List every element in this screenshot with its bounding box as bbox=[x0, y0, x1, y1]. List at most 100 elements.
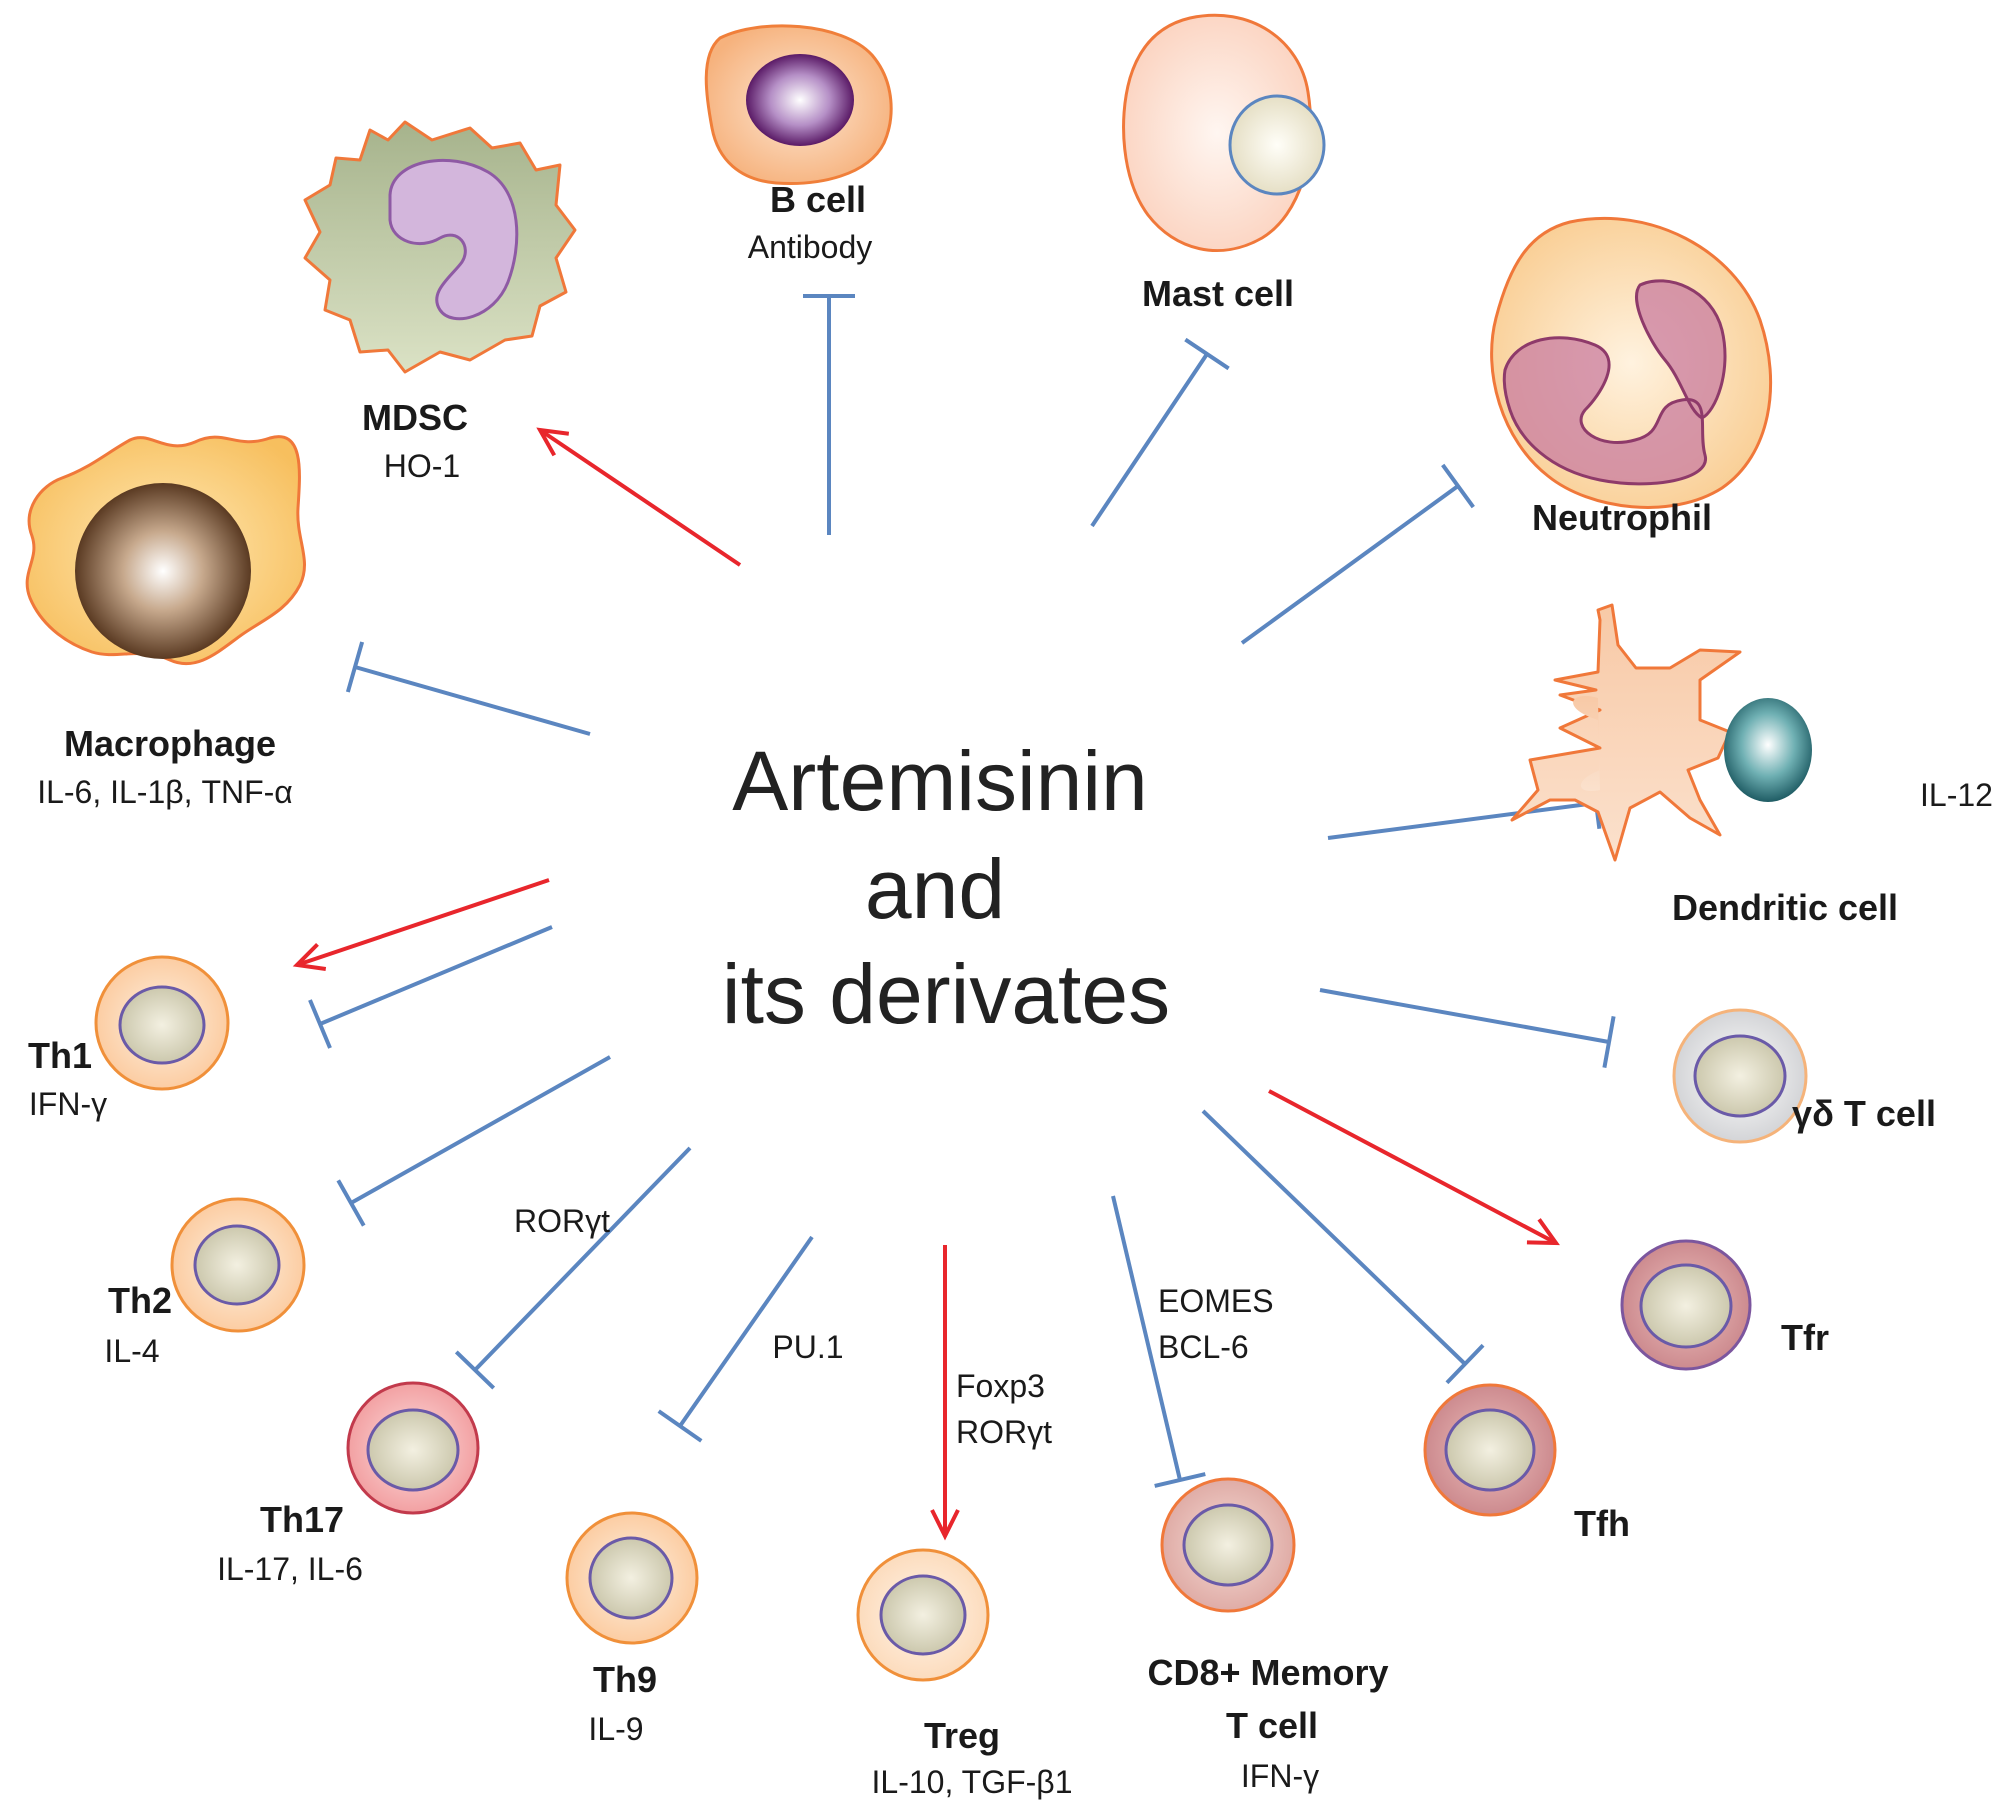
arrow-head bbox=[292, 942, 327, 971]
dendritic-cell-sub: IL-12 bbox=[1920, 777, 1993, 813]
tfh-cell: Tfh bbox=[1423, 1383, 1630, 1544]
edge-tfr-promote bbox=[1268, 1089, 1560, 1246]
treg-sub: IL-10, TGF-β1 bbox=[872, 1764, 1073, 1800]
inhibit-bar bbox=[345, 641, 365, 693]
edge-b_cell-inhibit bbox=[803, 294, 855, 535]
edge-label-cd8-2: BCL-6 bbox=[1158, 1329, 1249, 1365]
cd8-memory-sub: IFN-γ bbox=[1241, 1758, 1319, 1794]
dendritic-cell-name: Dendritic cell bbox=[1672, 887, 1898, 928]
tfh-name: Tfh bbox=[1574, 1503, 1630, 1544]
edge-label-th9: PU.1 bbox=[772, 1329, 843, 1365]
edge-line bbox=[1240, 484, 1460, 645]
inhibit-bar bbox=[1602, 1016, 1616, 1068]
macrophage-nucleus bbox=[75, 483, 251, 659]
cd8-memory-name-line1: CD8+ Memory bbox=[1147, 1652, 1388, 1693]
th2-sub: IL-4 bbox=[104, 1333, 159, 1369]
tfr-nucleus bbox=[1639, 1263, 1733, 1349]
b-cell-nucleus bbox=[746, 54, 854, 146]
edge-line bbox=[1111, 1195, 1182, 1481]
edge-line bbox=[354, 665, 591, 736]
inhibit-bar bbox=[1441, 463, 1475, 509]
edge-line bbox=[1268, 1089, 1557, 1245]
center-line-2: and bbox=[865, 842, 1005, 936]
mdsc-sub: HO-1 bbox=[384, 448, 460, 484]
edge-line bbox=[1319, 988, 1610, 1044]
neutrophil-nucleus bbox=[1502, 279, 1727, 486]
th2-nucleus bbox=[193, 1224, 281, 1306]
dendritic-cell-body bbox=[1510, 603, 1742, 862]
edge-gd_t-inhibit bbox=[1319, 988, 1616, 1068]
neutrophil-name: Neutrophil bbox=[1532, 497, 1712, 538]
th1-nucleus bbox=[118, 985, 206, 1065]
edges bbox=[292, 294, 1616, 1541]
cd8-memory-t-cell: CD8+ Memory T cell IFN-γ bbox=[1147, 1477, 1389, 1794]
gd-t-nucleus bbox=[1693, 1034, 1787, 1118]
inhibit-bar bbox=[454, 1350, 496, 1390]
dendritic-cell-nucleus-core bbox=[1724, 698, 1812, 802]
inhibit-bar bbox=[657, 1409, 703, 1443]
edge-mdsc-promote bbox=[536, 427, 742, 567]
edge-line bbox=[296, 878, 550, 967]
edge-line bbox=[473, 1146, 692, 1372]
th9-sub: IL-9 bbox=[588, 1711, 643, 1747]
edge-label-treg-1: Foxp3 bbox=[956, 1368, 1045, 1404]
inhibit-bar bbox=[1445, 1343, 1485, 1385]
arrow-head bbox=[930, 1509, 960, 1541]
b-cell-sub: Antibody bbox=[748, 229, 873, 265]
th1-cell: Th1 IFN-γ bbox=[28, 955, 230, 1122]
edge-line bbox=[1090, 352, 1209, 528]
cd8-memory-name-line2: T cell bbox=[1226, 1705, 1318, 1746]
edge-line bbox=[1201, 1109, 1467, 1366]
tfh-nucleus bbox=[1444, 1408, 1536, 1492]
macrophage-name: Macrophage bbox=[64, 723, 276, 764]
th2-name: Th2 bbox=[108, 1280, 172, 1321]
edge-tfh-inhibit bbox=[1201, 1109, 1485, 1385]
edge-line bbox=[1327, 801, 1597, 840]
inhibit-bar bbox=[336, 1179, 366, 1227]
dendritic-cell-extension bbox=[1573, 696, 1600, 791]
b-cell: B cell Antibody bbox=[704, 24, 893, 265]
dendritic-cell: Dendritic cell IL-12 bbox=[1510, 603, 1993, 928]
inhibit-bar bbox=[1184, 337, 1230, 371]
mast-cell-nucleus bbox=[1228, 94, 1326, 196]
edge-label-treg-2: RORγt bbox=[956, 1414, 1052, 1450]
arrow-head bbox=[1526, 1218, 1560, 1246]
treg-name: Treg bbox=[924, 1715, 1000, 1756]
neutrophil: Neutrophil bbox=[1490, 216, 1773, 538]
mdsc: MDSC HO-1 bbox=[303, 120, 577, 484]
macrophage: Macrophage IL-6, IL-1β, TNF-α bbox=[25, 435, 306, 810]
gd-t-cell: γδ T cell bbox=[1672, 1008, 1936, 1144]
edge-neutrophil-inhibit bbox=[1240, 463, 1475, 645]
th9-name: Th9 bbox=[593, 1659, 657, 1700]
mdsc-nucleus bbox=[388, 158, 519, 321]
edge-line bbox=[678, 1235, 814, 1428]
edge-treg-promote bbox=[930, 1245, 960, 1541]
th1-sub: IFN-γ bbox=[29, 1086, 107, 1122]
edge-label-cd8-1: EOMES bbox=[1158, 1283, 1274, 1319]
inhibit-bar bbox=[308, 999, 332, 1049]
edge-th9-inhibit bbox=[657, 1235, 814, 1443]
mdsc-body bbox=[303, 120, 577, 374]
edge-cd8_memory-inhibit bbox=[1111, 1195, 1206, 1488]
edge-th17-inhibit bbox=[454, 1146, 692, 1390]
mdsc-name: MDSC bbox=[362, 397, 468, 438]
center-title: Artemisinin and its derivates bbox=[722, 734, 1170, 1041]
center-line-1: Artemisinin bbox=[732, 734, 1147, 828]
edge-th1-promote bbox=[292, 878, 550, 971]
th17-sub: IL-17, IL-6 bbox=[217, 1551, 363, 1587]
th9-cell: Th9 IL-9 bbox=[565, 1511, 699, 1747]
edge-mast_cell-inhibit bbox=[1090, 337, 1230, 528]
treg-nucleus bbox=[879, 1574, 967, 1656]
edge-th2-inhibit bbox=[336, 1055, 611, 1227]
th2-cell: Th2 IL-4 bbox=[104, 1197, 306, 1369]
mast-cell-name: Mast cell bbox=[1142, 273, 1294, 314]
mast-cell: Mast cell bbox=[1122, 13, 1326, 314]
tfr-cell: Tfr bbox=[1620, 1239, 1829, 1371]
edge-line bbox=[538, 428, 742, 567]
arrow-head bbox=[536, 427, 570, 457]
inhibit-bar bbox=[1154, 1472, 1206, 1488]
edge-label-th17: RORγt bbox=[514, 1203, 610, 1239]
edge-line bbox=[350, 1055, 611, 1205]
edge-macrophage-inhibit bbox=[345, 641, 591, 736]
